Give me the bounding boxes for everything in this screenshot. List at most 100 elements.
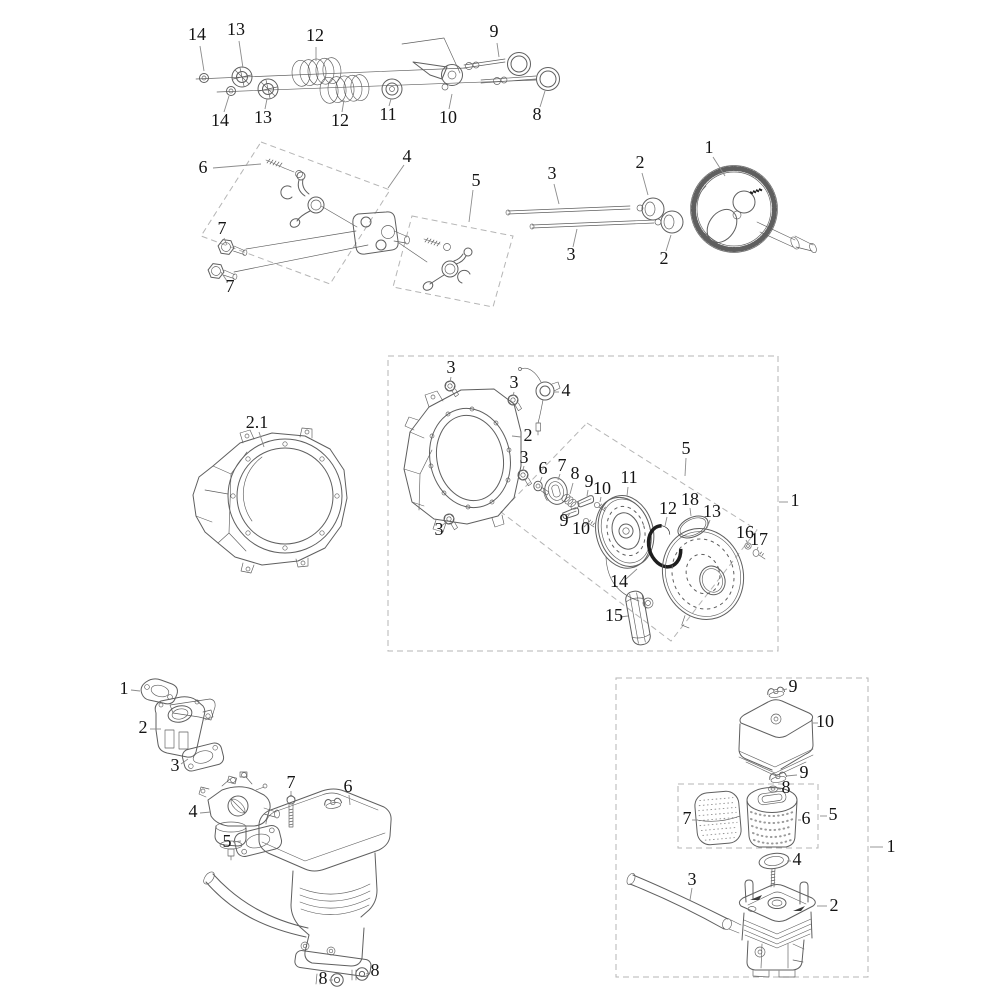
callout-valve-train-11-7: 11 (379, 104, 396, 124)
flange-bolt-icon (515, 468, 535, 487)
leader-valve-train-8-9 (539, 90, 546, 108)
leader-recoil-starter-box-13-15 (706, 519, 711, 529)
leader-carburetor-assembly-3-2 (180, 758, 189, 765)
foam-element-icon (694, 790, 742, 846)
callout-valve-train-8-9: 8 (533, 104, 542, 124)
spring-retainer-icon (257, 78, 279, 100)
valve-train-art (195, 37, 560, 104)
callout-recoil-starter-box-3-21: 3 (435, 519, 444, 539)
callout-recoil-starter-box-14-18: 14 (610, 571, 628, 591)
callout-valve-train-12-6: 12 (331, 110, 349, 130)
callout-fan-cover-standalone-2.1-0: 2.1 (246, 412, 269, 432)
leader-rocker-camshaft-6-0 (212, 163, 262, 169)
leader-carburetor-assembly-6-6 (348, 794, 351, 806)
callout-recoil-starter-box-8-7: 8 (571, 463, 580, 483)
pivot-bolt-icon (217, 239, 248, 256)
flange-bolt-long-icon (286, 794, 296, 828)
leader-carburetor-assembly-4-3 (199, 811, 212, 814)
leader-recoil-starter-box-7-6 (557, 473, 561, 481)
callout-air-cleaner-box-9-0: 9 (789, 676, 798, 696)
element-gasket-icon (758, 852, 790, 870)
callout-air-cleaner-box-9-2: 9 (800, 762, 809, 782)
valve-spring-icon (319, 74, 370, 104)
leader-valve-train-13-5 (264, 98, 268, 110)
leader-valve-train-13-1 (238, 40, 244, 69)
callout-carburetor-assembly-2-1: 2 (139, 717, 148, 737)
leader-recoil-starter-box-14-18 (625, 568, 638, 580)
leader-rocker-camshaft-2-8 (665, 234, 672, 252)
callout-carburetor-assembly-8-8: 8 (371, 960, 380, 980)
callout-air-cleaner-box-1-10: 1 (887, 836, 896, 856)
callout-rocker-camshaft-7-4: 7 (226, 276, 235, 296)
leader-recoil-starter-box-16-16 (745, 539, 749, 545)
callout-carburetor-assembly-1-0: 1 (120, 678, 129, 698)
wing-nut-icon (766, 685, 786, 700)
leader-recoil-starter-box-17-17 (756, 546, 759, 551)
leader-valve-train-14-4 (223, 95, 230, 113)
leader-valve-train-11-7 (388, 98, 392, 107)
breather-hose-icon (203, 871, 309, 938)
push-rod-icon (529, 218, 662, 230)
stop-switch-icon (518, 367, 561, 436)
callout-carburetor-assembly-4-3: 4 (189, 801, 198, 821)
callout-rocker-camshaft-1-9: 1 (705, 137, 714, 157)
valve-spring-icon (291, 57, 342, 87)
leader-rocker-camshaft-2-7 (641, 172, 649, 196)
callout-carburetor-assembly-5-4: 5 (223, 831, 232, 851)
callout-recoil-starter-box-18-14: 18 (681, 489, 699, 509)
starter-handle-icon (625, 590, 651, 646)
tappet-icon (660, 210, 684, 234)
gasket-icon (140, 678, 178, 705)
leader-recoil-starter-box-2-3 (511, 435, 522, 438)
callout-recoil-starter-box-3-0: 3 (447, 357, 456, 377)
callout-rocker-camshaft-4-1: 4 (403, 146, 412, 166)
washer-icon (768, 785, 778, 793)
rocker-arm-right-icon (422, 247, 473, 291)
callout-recoil-starter-box-9-11: 9 (560, 510, 569, 530)
leader-carburetor-assembly-8-8 (365, 972, 370, 975)
adjusting-screw-icon (265, 158, 303, 178)
callout-recoil-starter-box-7-6: 7 (558, 455, 567, 475)
tappet-icon (641, 197, 665, 221)
leader-carburetor-assembly-1-0 (130, 689, 141, 692)
callout-rocker-camshaft-2-8: 2 (660, 248, 669, 268)
air-cleaner-case-icon (258, 788, 392, 985)
callout-recoil-starter-box-6-5: 6 (539, 458, 548, 478)
retainer-ring-icon (677, 515, 709, 539)
leader-air-cleaner-box-9-2 (785, 774, 798, 777)
callout-recoil-starter-box-15-19: 15 (605, 605, 623, 625)
carburetor-icon (198, 771, 280, 861)
fan-cover-standalone-art (192, 427, 348, 574)
starter-pulley-icon (595, 495, 655, 569)
callout-rocker-camshaft-2-7: 2 (636, 152, 645, 172)
leader-recoil-starter-box-10-12 (583, 523, 588, 528)
leader-recoil-starter-box-5-20 (684, 457, 687, 477)
drain-tube-icon (626, 873, 742, 934)
carburetor-assembly-art (140, 678, 392, 987)
callout-recoil-starter-box-2-3: 2 (524, 425, 533, 445)
callout-air-cleaner-box-4-7: 4 (793, 849, 802, 869)
callout-carburetor-assembly-7-5: 7 (287, 772, 296, 792)
callout-recoil-starter-box-17-17: 17 (750, 529, 768, 549)
camshaft-icon (690, 165, 817, 254)
callout-rocker-camshaft-5-2: 5 (472, 170, 481, 190)
air-cleaner-base-icon (738, 879, 816, 978)
callout-carburetor-assembly-6-6: 6 (344, 776, 353, 796)
leader-recoil-starter-box-9-11 (566, 512, 571, 519)
pawl-screw-icon (583, 518, 595, 528)
callout-valve-train-10-8: 10 (439, 107, 457, 127)
callout-carburetor-assembly-8-7: 8 (319, 968, 328, 988)
exhaust-valve-icon (480, 67, 560, 91)
callout-recoil-starter-box-5-20: 5 (682, 438, 691, 458)
leader-recoil-starter-box-9-8 (586, 489, 589, 497)
starter-rope-icon (605, 556, 654, 609)
bolt-hole-dots (230, 441, 340, 551)
callout-recoil-starter-box-1-22: 1 (791, 490, 800, 510)
callout-recoil-starter-box-11-10: 11 (620, 467, 637, 487)
leader-rocker-camshaft-5-2 (468, 189, 474, 223)
pivot-bolt-icon (207, 263, 238, 280)
callout-recoil-starter-box-16-16: 16 (736, 522, 754, 542)
leader-valve-train-10-8 (448, 93, 453, 110)
callout-valve-train-13-5: 13 (254, 107, 272, 127)
